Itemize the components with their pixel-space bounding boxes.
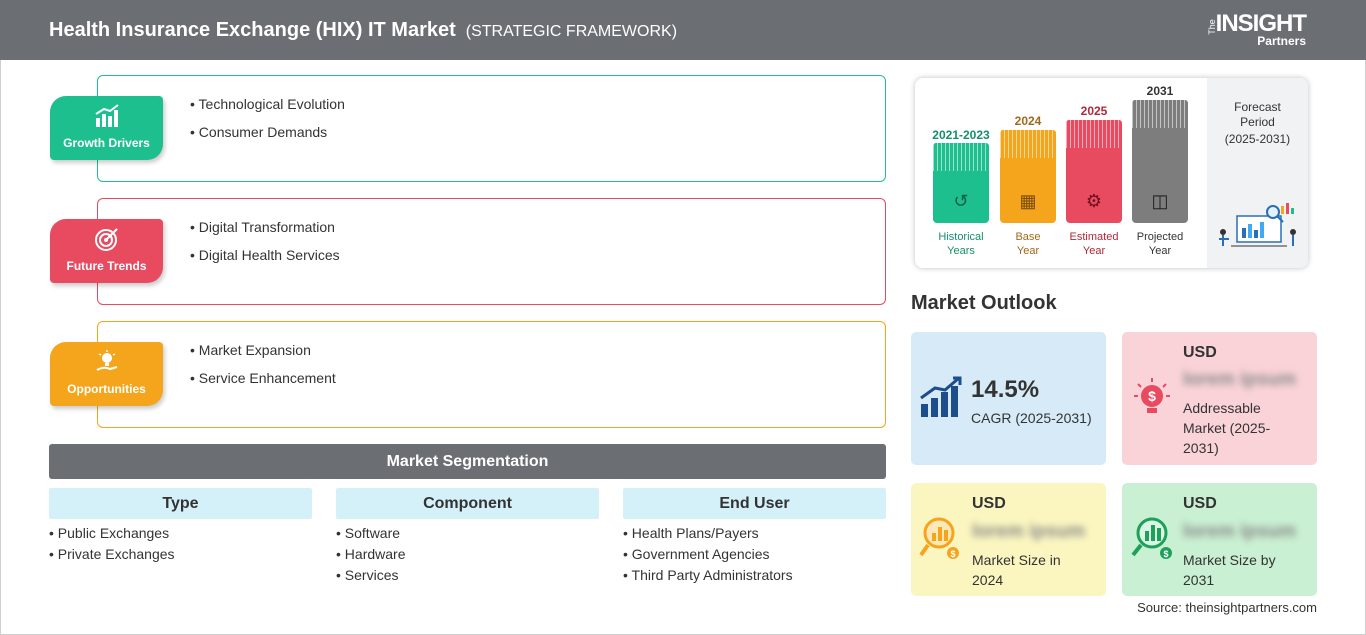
addressable-value-blurred: lorem ipsum (1183, 369, 1296, 390)
opportunities-badge: Opportunities (50, 342, 163, 406)
growth-drivers-label: Growth Drivers (63, 136, 150, 150)
forecast-period-range: (2025-2031) (1224, 132, 1291, 146)
cagr-label: CAGR (2025-2031) (971, 410, 1092, 426)
size-2024-value-blurred: lorem ipsum (972, 521, 1085, 542)
growth-driver-item: Technological Evolution (190, 96, 345, 112)
segment-component-heading: Component (336, 488, 599, 519)
cagr-card: 14.5% CAGR (2025-2031) (911, 332, 1106, 465)
opportunities-label: Opportunities (67, 382, 146, 396)
addressable-usd-label: USD (1183, 344, 1217, 361)
size-2024-usd-label: USD (972, 495, 1006, 512)
segment-end-user-column: End User Health Plans/Payers Government … (623, 488, 886, 588)
segment-item: Health Plans/Payers (623, 525, 886, 541)
timeline-year: 2024 (1014, 114, 1042, 128)
growth-drivers-box: Technological Evolution Consumer Demands (97, 75, 886, 182)
segment-item: Public Exchanges (49, 525, 312, 541)
opportunity-item: Service Enhancement (190, 370, 336, 386)
segment-item: Third Party Administrators (623, 567, 886, 583)
svg-text:$: $ (1163, 549, 1168, 559)
cagr-value: 14.5% (971, 376, 1040, 403)
segment-item: Private Exchanges (49, 546, 312, 562)
estimated-year-bar: ⚙ (1066, 120, 1122, 223)
history-clock-icon: ↺ (953, 191, 969, 211)
segment-item: Hardware (336, 546, 599, 562)
future-trend-item: Digital Transformation (190, 219, 340, 235)
source-credit: Source: theinsightpartners.com (1137, 600, 1317, 615)
page-title: Health Insurance Exchange (HIX) IT Marke… (49, 18, 456, 41)
segment-type-heading: Type (49, 488, 312, 519)
growth-driver-item: Consumer Demands (190, 124, 345, 140)
size-2031-value-blurred: lorem ipsum (1183, 521, 1296, 542)
projected-year-bar: ◫ (1132, 100, 1188, 223)
future-trends-box: Digital Transformation Digital Health Se… (97, 198, 886, 305)
market-segmentation-heading: Market Segmentation (49, 444, 886, 479)
segment-component-column: Component Software Hardware Services (336, 488, 599, 588)
timeline-year: 2031 (1146, 84, 1174, 98)
calendar-icon: ▦ (1019, 191, 1037, 211)
size-2031-usd-label: USD (1183, 495, 1217, 512)
page-subtitle: (STRATEGIC FRAMEWORK) (465, 22, 678, 40)
header-bar: Health Insurance Exchange (HIX) IT Marke… (0, 0, 1366, 60)
target-icon (50, 227, 163, 256)
opportunities-box: Market Expansion Service Enhancement (97, 321, 886, 428)
segment-item: Government Agencies (623, 546, 886, 562)
segment-item: Software (336, 525, 599, 541)
presentation-board-icon: ◫ (1151, 191, 1169, 211)
logo-main-text: INSIGHT (1215, 10, 1307, 37)
bar-chart-icon (50, 104, 163, 133)
growth-chart-icon (919, 376, 963, 427)
segment-type-column: Type Public Exchanges Private Exchanges (49, 488, 312, 567)
insight-partners-logo[interactable]: The INSIGHT Partners (1206, 10, 1307, 48)
svg-text:$: $ (1148, 388, 1156, 404)
lightbulb-hand-icon (50, 350, 163, 379)
segment-end-user-heading: End User (623, 488, 886, 519)
historical-years-bar: ↺ (933, 143, 989, 223)
future-trend-item: Digital Health Services (190, 247, 340, 263)
base-year-bar: ▦ (1000, 130, 1056, 223)
timeline-year: 2025 (1080, 104, 1108, 118)
magnifier-chart-icon: $ (1130, 515, 1174, 570)
timeline-year: 2021-2023 (932, 128, 990, 142)
gear-chart-icon: ⚙ (1085, 191, 1103, 211)
future-trends-label: Future Trends (66, 259, 147, 273)
logo-partners-text: Partners (1257, 34, 1306, 48)
segment-item: Services (336, 567, 599, 583)
analytics-illustration-icon (1215, 202, 1301, 257)
opportunity-item: Market Expansion (190, 342, 336, 358)
logo-the-text: The (1206, 19, 1217, 35)
growth-drivers-badge: Growth Drivers (50, 96, 163, 160)
money-bulb-icon: $ (1132, 376, 1172, 429)
future-trends-badge: Future Trends (50, 219, 163, 283)
magnifier-chart-icon: $ (919, 515, 963, 570)
svg-text:$: $ (950, 549, 955, 559)
market-outlook-title: Market Outlook (911, 292, 1057, 314)
